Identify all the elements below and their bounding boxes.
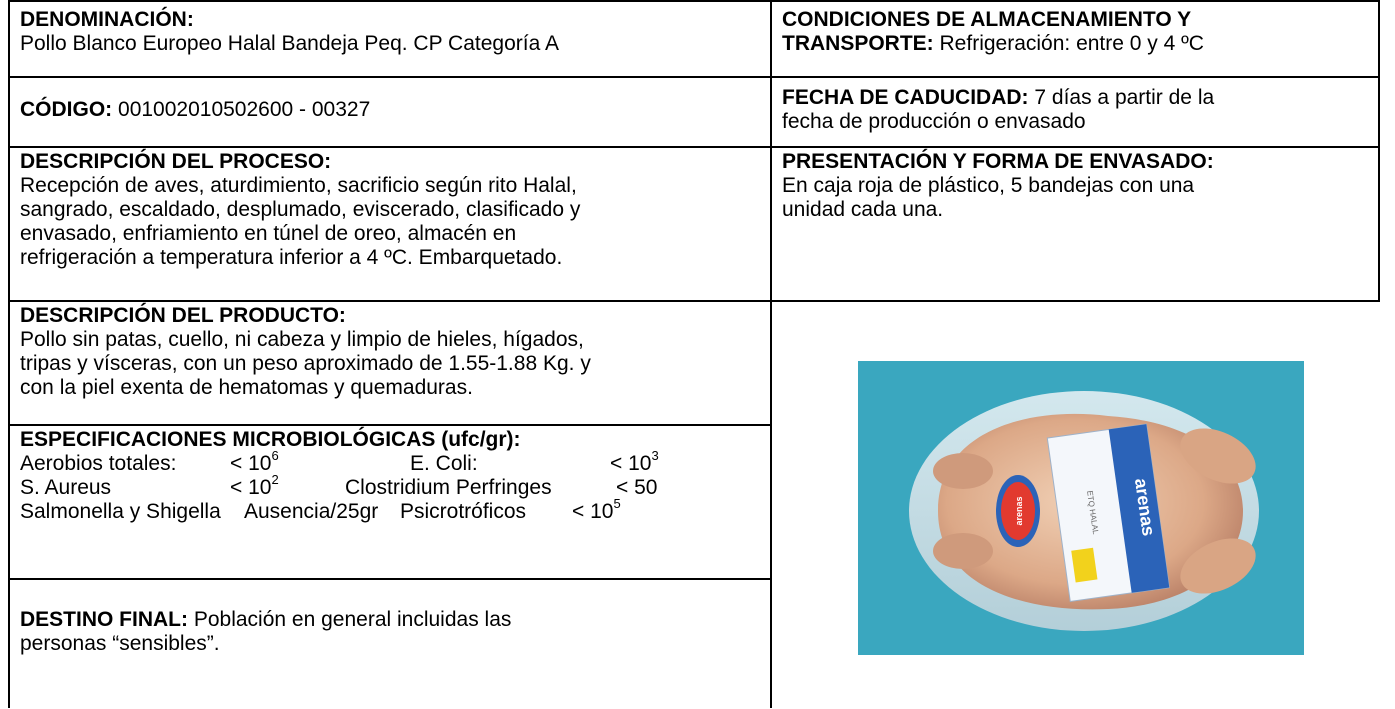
micro-salmonella: Salmonella y Shigella: [20, 500, 221, 523]
row-divider: [8, 76, 1380, 78]
sticker-brand-text: arenas: [1014, 496, 1024, 525]
micro-ecoli: E. Coli:: [410, 452, 478, 475]
chicken-leg: [933, 453, 993, 489]
micro-salmonella-value: Ausencia/25gr: [244, 500, 379, 523]
destino-value-1: Población en general incluidas las: [193, 608, 512, 631]
column-divider: [770, 0, 772, 708]
destino-value-2: personas “sensibles”.: [20, 632, 220, 655]
micro-psicro: Psicrotróficos: [400, 500, 527, 523]
producto-label: DESCRIPCIÓN DEL PRODUCTO:: [20, 304, 346, 327]
border-right: [1378, 0, 1380, 300]
producto-line: Pollo sin patas, cuello, ni cabeza y lim…: [20, 328, 584, 351]
proceso-line: envasado, enfriamiento en túnel de oreo,…: [20, 222, 517, 245]
proceso-label: DESCRIPCIÓN DEL PROCESO:: [20, 150, 332, 173]
presentacion-label: PRESENTACIÓN Y FORMA DE ENVASADO:: [782, 150, 1214, 173]
proceso-line: Recepción de aves, aturdimiento, sacrifi…: [20, 174, 577, 197]
micro-ecoli-exp: 3: [651, 448, 659, 463]
product-label: arenas ETQ HALAL: [1046, 423, 1170, 603]
condiciones-cell: CONDICIONES DE ALMACENAMIENTO Y TRANSPOR…: [772, 8, 1378, 56]
condiciones-label: CONDICIONES DE ALMACENAMIENTO Y: [782, 8, 1192, 31]
micro-row: S. Aureus < 102 Clostridium Perfringes <…: [20, 473, 760, 500]
row-divider: [8, 300, 1380, 302]
product-spec-sheet: DENOMINACIÓN: Pollo Blanco Europeo Halal…: [8, 0, 1380, 708]
proceso-line: sangrado, escaldado, desplumado, eviscer…: [20, 198, 581, 221]
border-top: [8, 0, 1380, 2]
row-divider: [8, 146, 1380, 148]
caducidad-value-1: 7 días a partir de la: [1034, 86, 1215, 109]
producto-cell: DESCRIPCIÓN DEL PRODUCTO: Pollo sin pata…: [10, 304, 770, 400]
micro-label: ESPECIFICACIONES MICROBIOLÓGICAS (ufc/gr…: [20, 428, 521, 451]
denominacion-value: Pollo Blanco Europeo Halal Bandeja Peq. …: [20, 32, 559, 55]
presentacion-line: unidad cada una.: [782, 198, 944, 221]
destino-cell: DESTINO FINAL: Población en general incl…: [10, 608, 770, 656]
micro-aerobios-exp: 6: [271, 448, 279, 463]
micro-row: Salmonella y Shigella Ausencia/25gr Psic…: [20, 497, 760, 524]
micro-aerobios-value: < 10: [230, 452, 272, 475]
denominacion-label: DENOMINACIÓN:: [20, 8, 194, 31]
producto-line: tripas y vísceras, con un peso aproximad…: [20, 352, 591, 375]
chicken-wing: [1180, 538, 1256, 594]
condiciones-label-2: TRANSPORTE:: [782, 32, 934, 55]
codigo-value: 001002010502600 - 00327: [118, 98, 371, 121]
row-divider: [8, 424, 772, 426]
product-photo: arenas ETQ HALAL arenas: [858, 361, 1304, 655]
chicken-leg: [933, 533, 993, 569]
proceso-line: refrigeración a temperatura inferior a 4…: [20, 246, 563, 269]
chicken-illustration: arenas ETQ HALAL arenas: [858, 361, 1304, 655]
micro-psicro-exp: 5: [613, 496, 621, 511]
denominacion-cell: DENOMINACIÓN: Pollo Blanco Europeo Halal…: [10, 8, 770, 56]
proceso-cell: DESCRIPCIÓN DEL PROCESO: Recepción de av…: [10, 150, 770, 270]
caducidad-value-2: fecha de producción o envasado: [782, 110, 1086, 133]
micro-cell: ESPECIFICACIONES MICROBIOLÓGICAS (ufc/gr…: [10, 428, 770, 524]
presentacion-line: En caja roja de plástico, 5 bandejas con…: [782, 174, 1195, 197]
presentacion-cell: PRESENTACIÓN Y FORMA DE ENVASADO: En caj…: [772, 150, 1378, 222]
destino-label: DESTINO FINAL:: [20, 608, 188, 631]
row-divider: [8, 578, 772, 580]
micro-aureus-value: < 10: [230, 476, 272, 499]
micro-clostridium-value: < 50: [616, 476, 658, 499]
micro-clostridium: Clostridium Perfringes: [345, 476, 552, 499]
chicken-wing: [1180, 428, 1256, 484]
micro-aureus: S. Aureus: [20, 476, 112, 499]
caducidad-label: FECHA DE CADUCIDAD:: [782, 86, 1029, 109]
micro-aerobios: Aerobios totales:: [20, 452, 177, 475]
micro-psicro-value: < 10: [572, 500, 614, 523]
caducidad-cell: FECHA DE CADUCIDAD: 7 días a partir de l…: [772, 86, 1378, 134]
micro-aureus-exp: 2: [271, 472, 279, 487]
codigo-cell: CÓDIGO: 001002010502600 - 00327: [10, 98, 770, 122]
codigo-label: CÓDIGO:: [20, 98, 113, 121]
condiciones-value: Refrigeración: entre 0 y 4 ºC: [939, 32, 1204, 55]
micro-row: Aerobios totales: < 106 E. Coli: < 103: [20, 449, 760, 476]
border-left: [8, 0, 10, 708]
micro-ecoli-value: < 10: [610, 452, 652, 475]
producto-line: con la piel exenta de hematomas y quemad…: [20, 376, 473, 399]
